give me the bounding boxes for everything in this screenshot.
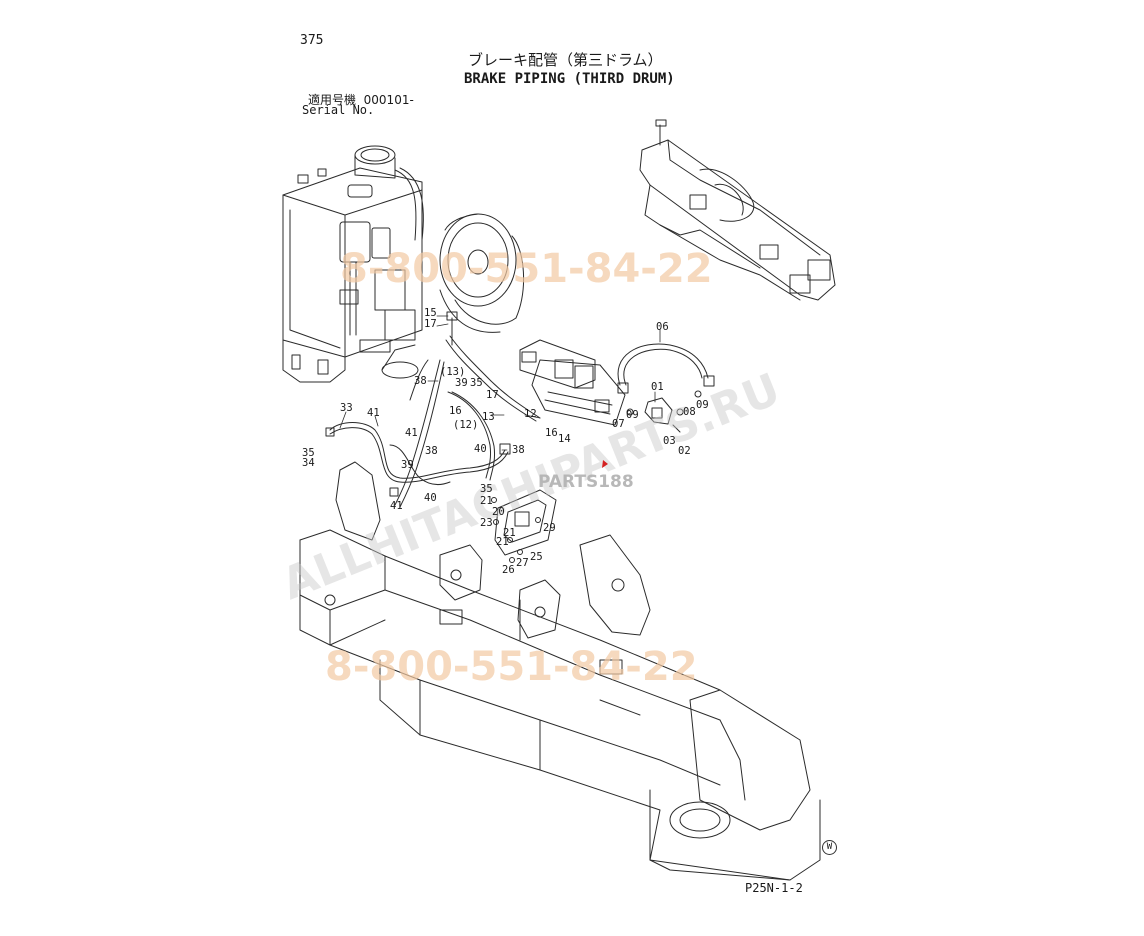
callout-41-top: 41 [367,407,380,419]
hose-06 [617,343,715,394]
callout-33: 33 [340,402,353,414]
callout-01: 01 [651,381,664,393]
callout-35-upper: 35 [470,377,483,389]
watermark-phone-top: 8-800-551-84-22 [340,246,713,292]
callout-40-lower: 40 [424,492,437,504]
callout-16-right: 16 [545,427,558,439]
third-drum [439,213,525,333]
watermark-phone-bottom: 8-800-551-84-22 [325,644,698,690]
valve-bracket [491,489,557,563]
reference-code: P25N-1-2 [745,881,803,895]
callout-12-ref: (12) [453,419,478,431]
manufacturer-mark: W [822,840,837,855]
callout-21-mid: 21 [503,527,516,539]
hydraulic-tank [282,145,424,383]
callout-leaders [339,315,661,451]
callout-16-left: 16 [449,405,462,417]
watermark-site-small: PARTS188 [538,472,634,492]
callout-27: 27 [516,557,529,569]
callout-09-right: 09 [696,399,709,411]
page-number: 375 [300,33,324,48]
callout-08: 08 [683,406,696,418]
callout-21-top: 21 [480,495,493,507]
callout-12: 12 [524,408,537,420]
callout-26: 26 [502,564,515,576]
callout-15: 15 [424,307,437,319]
callout-40-right: 40 [474,443,487,455]
brake-hoses [325,311,541,508]
callout-35-left: 35 [302,447,315,459]
callout-17-lower: 17 [486,389,499,401]
callout-02: 02 [678,445,691,457]
serial-value: 000101- [363,93,414,107]
callout-34: 34 [302,457,315,469]
callout-41-mid: 41 [405,427,418,439]
title-japanese: ブレーキ配管（第三ドラム） [468,51,663,69]
callout-13-ref: (13) [440,366,465,378]
callout-41-low: 41 [390,500,403,512]
callout-14: 14 [558,433,571,445]
title-english: BRAKE PIPING (THIRD DRUM) [464,71,675,87]
callout-09-left: 09 [626,409,639,421]
serial-label-japanese: 適用号機 [308,93,357,107]
solenoid-01 [626,390,702,433]
callout-13: 13 [482,411,495,423]
callout-38-right: 38 [512,444,525,456]
serial-line-japanese: 適用号機 000101- [308,91,414,108]
callout-38-mid: 38 [425,445,438,457]
callout-39-upper: 39 [455,377,468,389]
watermark-mark-icon [602,460,608,468]
callout-06: 06 [656,321,669,333]
serial-label-english: Serial No. [302,103,375,117]
callout-25: 25 [530,551,543,563]
watermark-site-diagonal: ALLHITACHIPARTS.RU [275,364,787,610]
callout-03: 03 [663,435,676,447]
callout-38-upper: 38 [414,375,427,387]
callout-17-upper: 17 [424,318,437,330]
control-valve [519,339,626,426]
upper-frame-detail [639,119,836,301]
main-frame [299,461,821,881]
callout-20: 20 [492,506,505,518]
callout-39-lower: 39 [401,459,414,471]
callout-21-low: 21 [496,536,509,548]
callout-29: 29 [543,522,556,534]
callout-07: 07 [612,418,625,430]
callout-35-lower: 35 [480,483,493,495]
callout-23: 23 [480,517,493,529]
